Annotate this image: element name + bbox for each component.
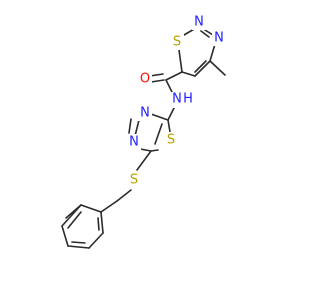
- atom-nitrogen: N: [212, 30, 226, 46]
- atom-label: S: [167, 133, 175, 148]
- bond: [165, 79, 173, 93]
- bond: [67, 211, 82, 229]
- bond: [149, 73, 164, 77]
- bond: [194, 60, 211, 77]
- atom-sulfur: S: [170, 34, 184, 50]
- bond: [134, 119, 140, 137]
- bonds: [61, 24, 226, 249]
- atom-label: N: [140, 106, 150, 121]
- atom-sulfur: S: [164, 132, 178, 148]
- bond: [194, 60, 207, 73]
- molecule-structure: S N N O N H N N S: [61, 14, 226, 249]
- bond: [167, 105, 176, 121]
- bond: [209, 60, 226, 76]
- bond: [61, 225, 69, 247]
- atom-label: S: [173, 35, 181, 50]
- bond: [67, 245, 90, 249]
- atom-label: N: [129, 135, 139, 150]
- atom-nitrogen: N: [127, 134, 141, 150]
- bond: [71, 241, 86, 244]
- bond: [136, 150, 152, 171]
- atom-nitrogen: N: [138, 105, 152, 121]
- bond: [167, 119, 171, 133]
- bond: [80, 204, 102, 213]
- atom-label: N: [214, 31, 224, 46]
- bond: [178, 49, 183, 73]
- atom-label: N: [172, 92, 182, 107]
- atom-sulfur: S: [127, 172, 141, 188]
- bond: [209, 43, 216, 62]
- bond: [154, 123, 163, 145]
- bond: [150, 79, 165, 83]
- bond: [181, 71, 196, 77]
- bond: [150, 113, 169, 121]
- bond: [61, 204, 82, 227]
- atom-label: N: [194, 15, 204, 30]
- bond: [97, 217, 100, 231]
- atom-label: O: [140, 72, 150, 87]
- atom-label: S: [130, 173, 138, 188]
- atom-labels: S N N O N H N N S: [127, 14, 226, 188]
- bond: [128, 118, 132, 134]
- bond: [116, 189, 132, 202]
- bond: [100, 211, 104, 234]
- bond: [100, 200, 118, 213]
- atom-nitrogen: N: [192, 14, 206, 30]
- bond: [200, 30, 210, 38]
- bond: [88, 232, 104, 249]
- atom-label: H: [183, 92, 193, 107]
- bond: [150, 149, 159, 152]
- atom-oxygen: O: [138, 71, 152, 87]
- bond: [165, 71, 183, 81]
- atom-nitrogen-amide: N H: [170, 92, 196, 108]
